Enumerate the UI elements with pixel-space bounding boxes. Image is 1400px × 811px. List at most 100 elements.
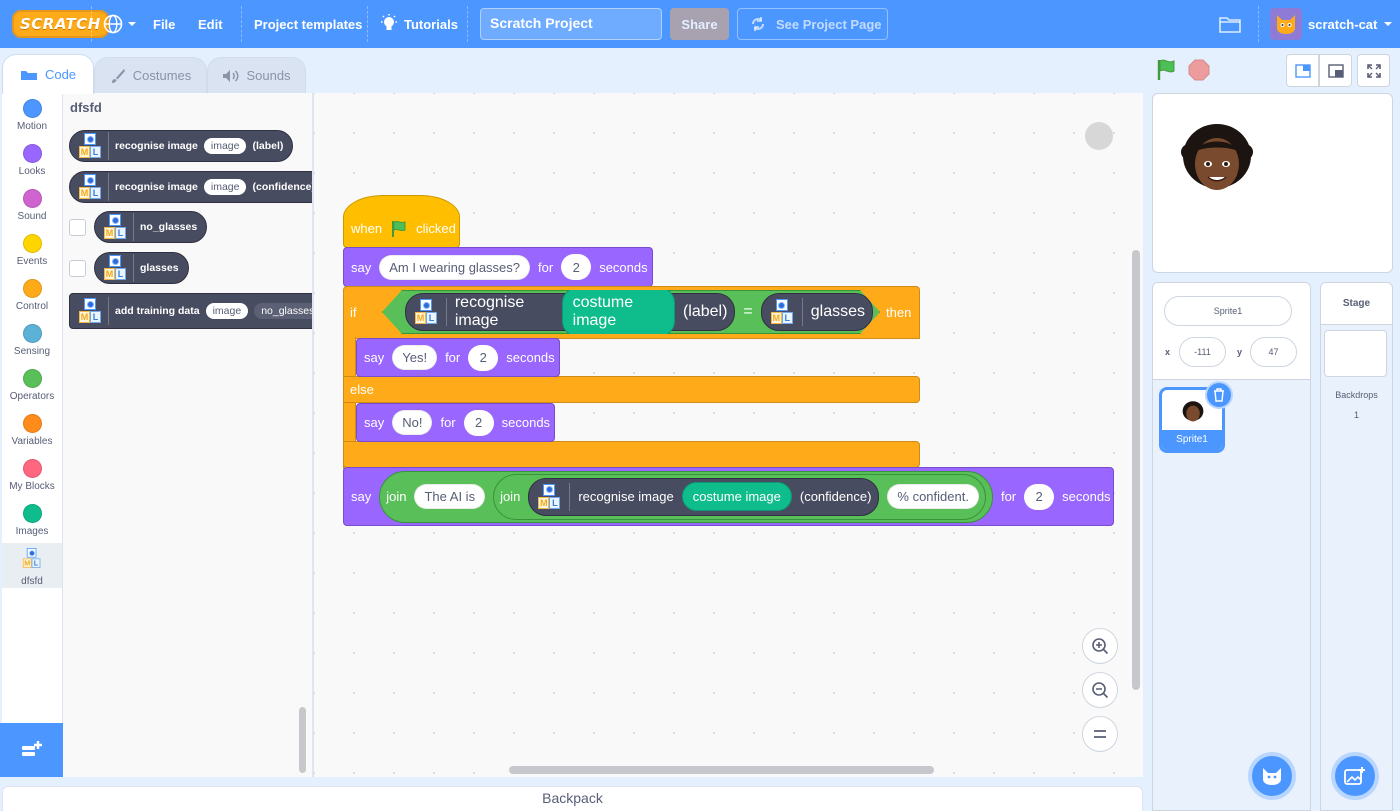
say-for-block[interactable]: say Am I wearing glasses? for 2 seconds bbox=[343, 247, 653, 287]
category-menu: Motion Looks Sound Events Control Sensin… bbox=[2, 93, 63, 723]
join-text-input[interactable]: % confident. bbox=[887, 484, 979, 509]
see-project-page-button[interactable]: See Project Page bbox=[737, 8, 888, 40]
tab-sounds[interactable]: Sounds bbox=[207, 57, 306, 93]
category-color-dot bbox=[22, 324, 42, 343]
language-menu[interactable] bbox=[103, 0, 137, 48]
avatar bbox=[1270, 8, 1302, 40]
category-operators[interactable]: Operators bbox=[2, 363, 62, 408]
zoom-in-button[interactable] bbox=[1082, 628, 1118, 664]
file-menu[interactable]: File bbox=[153, 16, 176, 32]
category-control[interactable]: Control bbox=[2, 273, 62, 318]
costume-image-reporter[interactable]: costume image bbox=[561, 290, 675, 334]
image-input[interactable]: image bbox=[203, 138, 247, 154]
seconds-input[interactable]: 2 bbox=[463, 409, 494, 436]
category-motion[interactable]: Motion bbox=[2, 93, 62, 138]
script-area[interactable]: when clicked say Am I wearing glasses? f… bbox=[313, 93, 1143, 777]
menu-bar: SCRATCH File Edit Project templates Tuto… bbox=[0, 0, 1400, 48]
tab-costumes[interactable]: Costumes bbox=[94, 57, 207, 93]
join-text-input[interactable]: The AI is bbox=[414, 484, 486, 509]
when-flag-clicked-block[interactable]: when clicked bbox=[343, 195, 460, 248]
label-dropdown[interactable]: no_glasses bbox=[254, 303, 312, 319]
edit-menu[interactable]: Edit bbox=[198, 16, 223, 32]
category-my-blocks[interactable]: My Blocks bbox=[2, 453, 62, 498]
category-variables[interactable]: Variables bbox=[2, 408, 62, 453]
zoom-reset-button[interactable] bbox=[1082, 716, 1118, 752]
stage-target-pane[interactable]: Stage Backdrops 1 bbox=[1320, 282, 1393, 811]
glasses-checkbox[interactable] bbox=[69, 260, 86, 277]
say-for-block[interactable]: say No! for 2 seconds bbox=[356, 403, 555, 442]
stop-button[interactable] bbox=[1188, 59, 1210, 86]
choose-backdrop-button[interactable] bbox=[1331, 752, 1379, 800]
tab-code-label: Code bbox=[44, 67, 77, 82]
username: scratch-cat bbox=[1308, 16, 1378, 32]
fullscreen-button[interactable] bbox=[1357, 54, 1390, 87]
message-input[interactable]: Yes! bbox=[392, 345, 438, 370]
seconds-input[interactable]: 2 bbox=[561, 254, 592, 280]
image-input[interactable]: image bbox=[205, 303, 249, 319]
seconds-input[interactable]: 2 bbox=[468, 344, 499, 371]
small-stage-button[interactable] bbox=[1286, 54, 1319, 87]
sprite-tile[interactable]: Sprite1 bbox=[1159, 387, 1225, 453]
block-text: when bbox=[351, 221, 383, 236]
script-area-vertical-scrollbar[interactable] bbox=[1132, 250, 1140, 690]
delete-sprite-button[interactable] bbox=[1205, 381, 1233, 409]
script-area-horizontal-scrollbar[interactable] bbox=[509, 766, 934, 774]
caret-down-icon bbox=[128, 22, 136, 26]
costume-image-reporter[interactable]: costume image bbox=[681, 482, 792, 511]
fullscreen-icon bbox=[1366, 63, 1381, 78]
large-stage-button[interactable] bbox=[1319, 54, 1352, 87]
scratch-logo[interactable]: SCRATCH bbox=[12, 0, 109, 48]
folder-icon bbox=[1219, 17, 1241, 33]
project-title-input[interactable]: Scratch Project bbox=[480, 8, 662, 40]
backdrop-thumbnail[interactable] bbox=[1324, 330, 1387, 377]
sprite-info: Sprite1 x -111 y 47 bbox=[1153, 283, 1310, 380]
add-extension-button[interactable] bbox=[0, 723, 63, 777]
category-images[interactable]: Images bbox=[2, 498, 62, 543]
block-text: recognise image bbox=[115, 140, 198, 152]
sprite-name-input[interactable]: Sprite1 bbox=[1164, 296, 1292, 326]
zoom-out-button[interactable] bbox=[1082, 672, 1118, 708]
project-templates-menu[interactable]: Project templates bbox=[254, 16, 363, 32]
seconds-input[interactable]: 2 bbox=[1024, 483, 1055, 510]
category-label: dfsfd bbox=[21, 576, 43, 587]
palette-scrollbar[interactable] bbox=[299, 707, 306, 773]
y-position-input[interactable]: 47 bbox=[1250, 337, 1297, 367]
account-menu[interactable]: scratch-cat bbox=[1270, 0, 1393, 48]
cat-avatar-icon bbox=[1277, 15, 1295, 34]
no-glasses-checkbox[interactable] bbox=[69, 219, 86, 236]
tab-code[interactable]: Code bbox=[2, 54, 94, 94]
category-looks[interactable]: Looks bbox=[2, 138, 62, 183]
my-stuff-button[interactable] bbox=[1219, 0, 1241, 48]
share-button[interactable]: Share bbox=[670, 8, 729, 40]
category-sensing[interactable]: Sensing bbox=[2, 318, 62, 363]
message-input[interactable]: Am I wearing glasses? bbox=[379, 254, 531, 280]
tutorials-button[interactable]: Tutorials bbox=[380, 0, 458, 48]
category-sound[interactable]: Sound bbox=[2, 183, 62, 228]
say-for-block[interactable]: say Yes! for 2 seconds bbox=[356, 338, 560, 377]
stage-canvas[interactable] bbox=[1152, 93, 1393, 273]
message-input[interactable]: No! bbox=[392, 410, 433, 435]
choose-sprite-button[interactable] bbox=[1248, 752, 1296, 800]
large-stage-icon bbox=[1327, 63, 1344, 78]
backpack[interactable]: Backpack bbox=[2, 786, 1143, 811]
sprite-thumbnail-icon bbox=[1085, 122, 1113, 150]
category-events[interactable]: Events bbox=[2, 228, 62, 273]
x-position-input[interactable]: -111 bbox=[1179, 337, 1226, 367]
block-text: glasses bbox=[140, 262, 179, 274]
image-input[interactable]: image bbox=[203, 179, 247, 195]
green-flag-button[interactable] bbox=[1156, 59, 1178, 86]
